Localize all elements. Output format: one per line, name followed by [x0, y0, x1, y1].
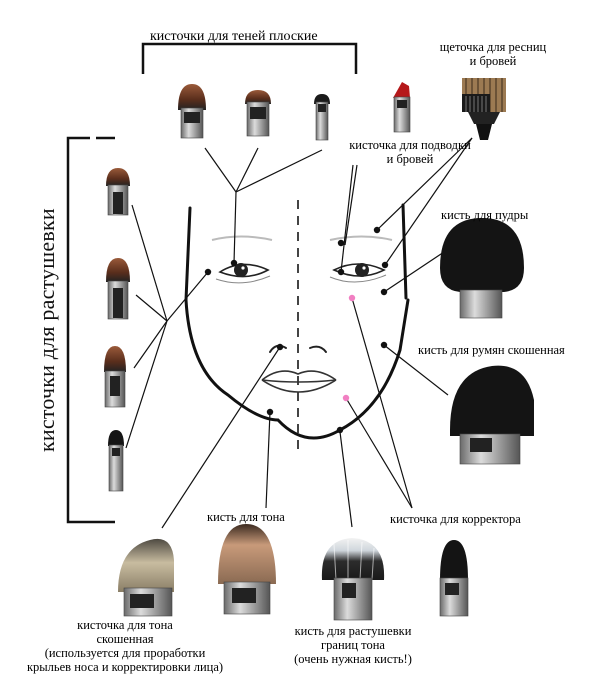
label-angled-blush-brush: кисть для румян скошенная [418, 343, 565, 357]
label-concealer-brush: кисточка для корректора [390, 512, 521, 526]
flat-brush-icon [245, 90, 271, 137]
flat-brush-icon [178, 84, 206, 139]
label-blend-foundation: кисть для растушевки границ тона (очень … [278, 624, 428, 666]
label-blend-foundation-line2: границ тона [321, 638, 385, 652]
pointer-dots [204, 226, 389, 434]
right-brow [329, 235, 393, 241]
lips [261, 370, 337, 393]
label-lash-brow-comb: щеточка для ресниц и бровей [438, 40, 548, 68]
angled-liner-brush-icon [393, 82, 411, 133]
label-blending-brushes: кисточки для растушевки [34, 208, 59, 452]
blending-brush-icon [108, 430, 124, 492]
label-blend-foundation-line3: (очень нужная кисть!) [294, 652, 412, 666]
leader-lines [125, 137, 473, 529]
blending-brush-icon [106, 168, 130, 216]
blush-brush-icon [450, 365, 534, 465]
left-brow [211, 235, 273, 241]
label-liner-brow-line1: кисточка для подводки [349, 138, 471, 152]
duo-fiber-brush-icon [321, 538, 385, 621]
powder-brush-icon [440, 218, 524, 319]
foundation-brush-icon [218, 524, 276, 615]
label-angled-foundation-line1: кисточка для тона [77, 618, 173, 632]
label-liner-brow-brush: кисточка для подводки и бровей [340, 138, 480, 166]
label-lash-brow-comb-line2: и бровей [469, 54, 517, 68]
angled-foundation-brush-icon [118, 538, 174, 617]
top-bracket [141, 42, 358, 74]
label-lash-brow-comb-line1: щеточка для ресниц [439, 40, 547, 54]
label-flat-shadow-brushes: кисточки для теней плоские [150, 29, 318, 44]
left-bracket [66, 136, 115, 524]
label-angled-foundation-line3: (используется для проработки [44, 646, 206, 660]
left-eye [215, 263, 271, 284]
blending-brush-icon [106, 258, 130, 320]
label-blend-foundation-line1: кисть для растушевки [294, 624, 412, 638]
label-angled-foundation-line4: крыльев носа и корректировки лица) [26, 660, 224, 674]
spoolie-comb-icon [462, 78, 506, 140]
label-angled-foundation-line2: скошенная [96, 632, 154, 646]
flat-brush-icon [314, 94, 330, 141]
concealer-brush-icon [439, 540, 469, 617]
label-liner-brow-line2: и бровей [386, 152, 434, 166]
label-foundation-brush: кисть для тона [207, 510, 285, 524]
label-angled-foundation: кисточка для тона скошенная (используетс… [20, 618, 230, 674]
label-powder-brush: кисть для пудры [441, 208, 529, 222]
blending-brush-icon [104, 346, 126, 408]
right-eye [329, 263, 387, 283]
face-outline [184, 203, 410, 440]
